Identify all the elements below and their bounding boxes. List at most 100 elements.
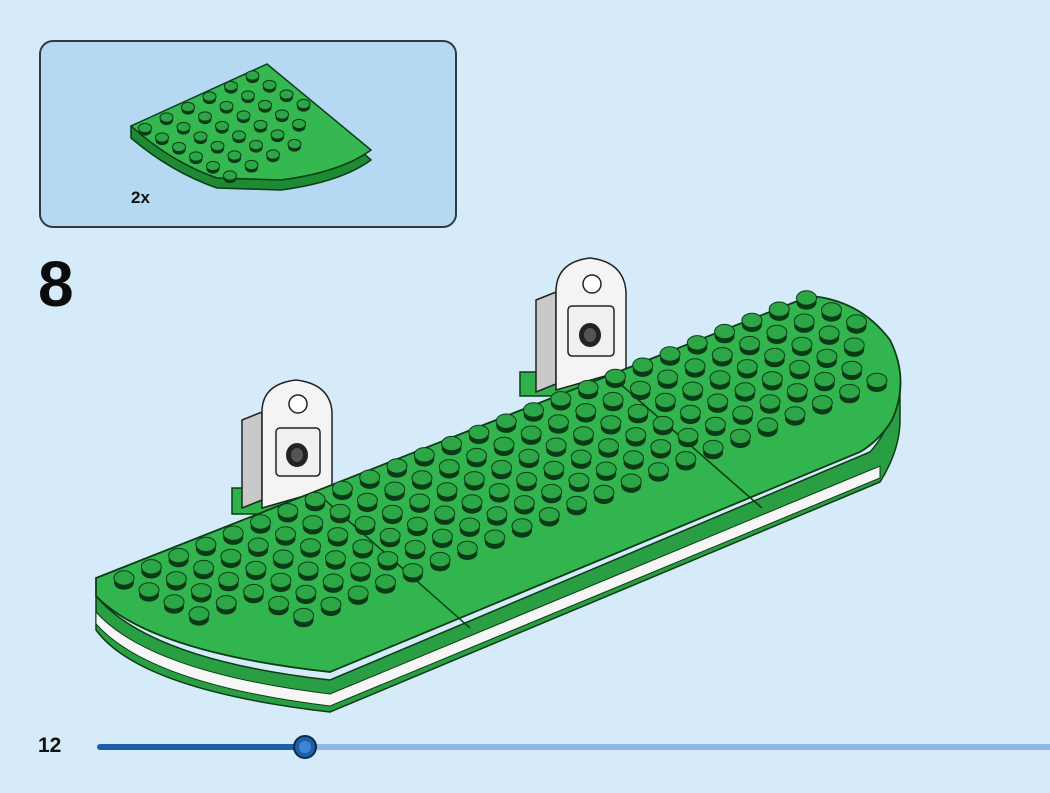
stud xyxy=(272,549,294,569)
green-round-corner-plate-icon xyxy=(129,63,373,191)
stud xyxy=(302,515,324,535)
stud xyxy=(657,369,679,389)
stud xyxy=(736,359,758,379)
stud xyxy=(729,428,751,449)
stud xyxy=(739,335,761,356)
stud xyxy=(566,495,588,516)
stud xyxy=(181,101,195,115)
stud xyxy=(292,118,306,132)
stud xyxy=(711,347,733,367)
stud xyxy=(789,359,811,380)
stud xyxy=(682,381,704,401)
stud xyxy=(379,527,401,548)
stud xyxy=(250,514,271,534)
parts-callout: 2x xyxy=(39,40,457,228)
stud xyxy=(679,404,701,425)
stud xyxy=(839,383,861,404)
stud xyxy=(548,414,569,434)
stud xyxy=(253,119,268,133)
stud xyxy=(375,574,396,594)
stud xyxy=(595,461,617,481)
stud xyxy=(113,570,135,590)
stud xyxy=(759,394,781,414)
stud xyxy=(322,573,344,593)
stud xyxy=(275,109,289,123)
stud xyxy=(543,460,565,481)
stud xyxy=(431,528,453,549)
stud xyxy=(520,425,542,445)
stud xyxy=(436,482,458,502)
stud xyxy=(600,415,622,435)
stud xyxy=(761,371,783,391)
stud xyxy=(573,426,594,446)
stud xyxy=(297,561,319,581)
stud xyxy=(602,391,624,412)
stud xyxy=(550,391,572,411)
stud xyxy=(623,450,644,470)
stud xyxy=(218,571,240,592)
stud xyxy=(377,551,399,571)
stud xyxy=(463,471,485,491)
stud xyxy=(219,100,234,114)
stud xyxy=(411,470,433,490)
stud xyxy=(818,325,840,345)
stud xyxy=(821,302,842,322)
stud xyxy=(766,324,788,345)
stud xyxy=(262,79,277,93)
stud xyxy=(593,484,615,505)
stud xyxy=(627,403,649,424)
stud xyxy=(258,99,272,113)
stud xyxy=(195,536,217,557)
stud xyxy=(190,583,212,603)
stud xyxy=(486,506,508,526)
stud xyxy=(650,439,672,459)
stud xyxy=(793,313,815,333)
stud xyxy=(350,562,371,582)
stud xyxy=(409,493,431,513)
stud xyxy=(215,595,237,615)
stud xyxy=(620,473,642,493)
stud xyxy=(270,129,285,143)
stud xyxy=(757,417,779,437)
stud xyxy=(598,438,619,458)
stud xyxy=(168,547,190,568)
stud xyxy=(293,607,315,628)
stud xyxy=(659,346,681,366)
green-base-plate-assembly xyxy=(95,290,902,713)
stud xyxy=(577,379,599,400)
stud xyxy=(223,170,237,184)
stud xyxy=(224,80,238,94)
stud xyxy=(245,70,260,84)
stud xyxy=(811,395,833,415)
stud xyxy=(652,415,674,436)
stud xyxy=(429,551,451,572)
stud xyxy=(816,348,838,369)
stud xyxy=(352,539,374,559)
stud xyxy=(768,301,790,321)
stud xyxy=(249,139,263,153)
page-number: 12 xyxy=(38,734,62,757)
stud xyxy=(215,120,229,134)
stud xyxy=(320,596,342,617)
progress-knob-center xyxy=(299,741,312,753)
stud xyxy=(304,491,326,512)
stud xyxy=(675,451,697,471)
stud xyxy=(296,98,311,112)
stud xyxy=(686,335,708,355)
stud xyxy=(846,314,867,334)
stud xyxy=(331,480,353,501)
stud xyxy=(220,548,242,569)
stud xyxy=(384,481,406,501)
stud xyxy=(413,447,435,467)
stud xyxy=(359,469,381,489)
stud xyxy=(227,150,242,164)
stud xyxy=(329,503,351,524)
stud xyxy=(243,583,265,604)
stud xyxy=(466,447,488,468)
stud xyxy=(523,402,544,422)
stud xyxy=(277,503,299,523)
stud xyxy=(495,413,517,433)
stud xyxy=(247,537,269,557)
stud xyxy=(295,584,317,605)
